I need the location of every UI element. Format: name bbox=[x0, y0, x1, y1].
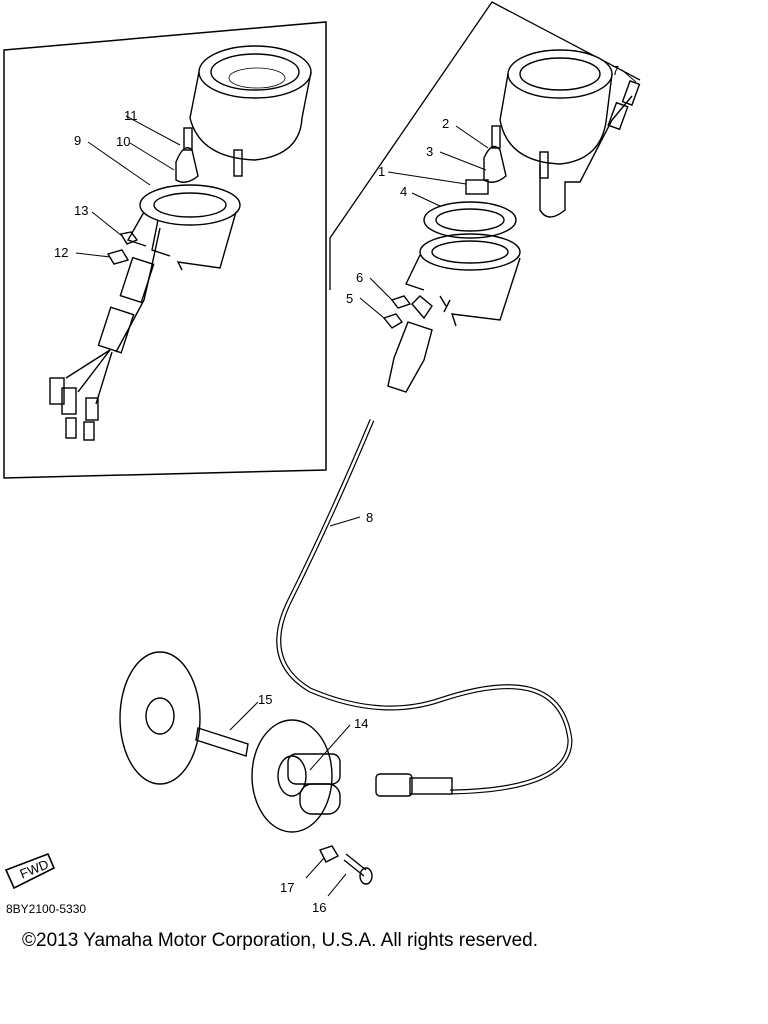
part-label-8: 8 bbox=[366, 510, 373, 525]
part-label-7: 7 bbox=[612, 63, 619, 78]
part-label-16: 16 bbox=[312, 900, 326, 915]
forward-arrow-icon: FWD bbox=[4, 852, 56, 890]
inset-speedometer-assembly bbox=[49, 45, 312, 441]
part-label-10: 10 bbox=[116, 134, 130, 149]
part-label-6: 6 bbox=[356, 270, 363, 285]
diagram-reference-code: 8BY2100-5330 bbox=[6, 902, 87, 916]
part-label-4: 4 bbox=[400, 184, 407, 199]
speedometer-drive-assembly bbox=[119, 651, 373, 885]
copyright-notice: ©2013 Yamaha Motor Corporation, U.S.A. A… bbox=[22, 930, 538, 951]
inset-variant-box bbox=[3, 21, 327, 479]
part-number-labels: 1 2 3 4 5 6 7 8 9 10 11 12 13 14 15 16 1… bbox=[54, 63, 619, 915]
part-label-13: 13 bbox=[74, 203, 88, 218]
part-label-15: 15 bbox=[258, 692, 272, 707]
main-reference-frame bbox=[329, 1, 641, 290]
part-label-12: 12 bbox=[54, 245, 68, 260]
part-label-5: 5 bbox=[346, 291, 353, 306]
part-label-11: 11 bbox=[124, 108, 138, 123]
part-label-3: 3 bbox=[426, 144, 433, 159]
part-label-1: 1 bbox=[378, 164, 385, 179]
main-speedometer-assembly bbox=[276, 49, 641, 797]
part-label-17: 17 bbox=[280, 880, 294, 895]
leader-lines bbox=[75, 69, 637, 897]
part-label-2: 2 bbox=[442, 116, 449, 131]
part-label-9: 9 bbox=[74, 133, 81, 148]
part-label-14: 14 bbox=[354, 716, 368, 731]
